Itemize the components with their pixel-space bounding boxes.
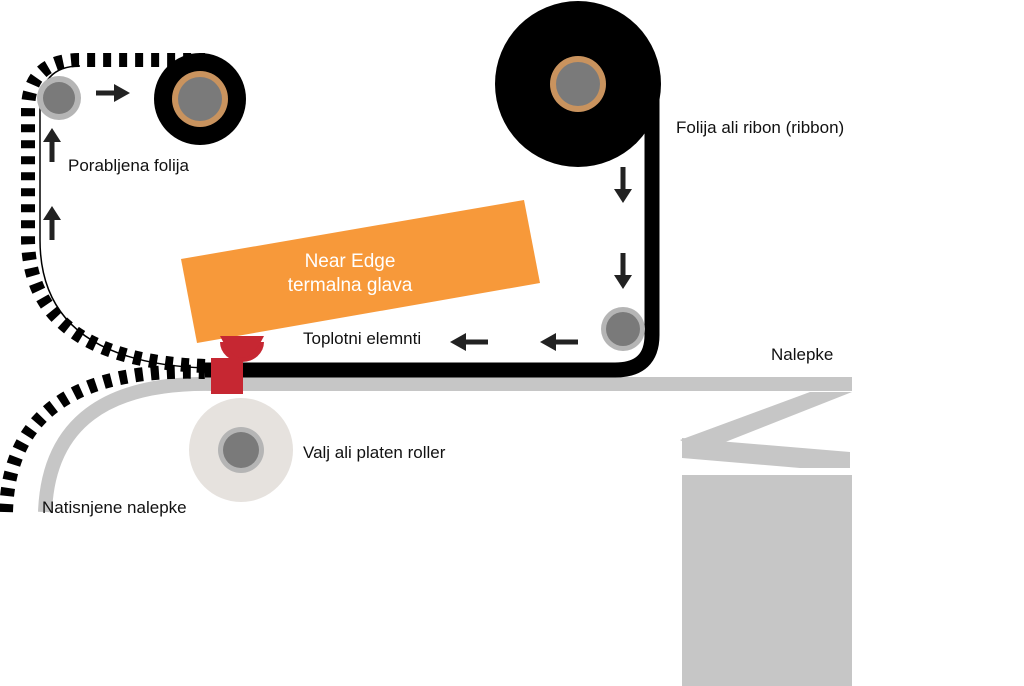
- heat-element: [211, 336, 264, 394]
- ribbon-supply-roll: [495, 1, 661, 167]
- heat-elements-label: Toplotni elemnti: [303, 329, 421, 348]
- take-up-roll: [154, 53, 246, 145]
- labels-stock-label: Nalepke: [771, 345, 833, 364]
- take-up-roll-hub: [178, 77, 222, 121]
- ribbon-roll-hub: [556, 62, 600, 106]
- thermal-head: Near Edge termalna glava: [181, 200, 540, 343]
- label-stack-block: [682, 475, 852, 686]
- heat-element-contact: [211, 358, 243, 394]
- arrow-left-icon: [450, 333, 488, 351]
- arrow-right-icon: [96, 84, 130, 102]
- platen-roller: [189, 398, 293, 502]
- label-fold-diagonal: [680, 392, 852, 452]
- arrow-up-icon: [43, 206, 61, 240]
- ribbon-path: [205, 80, 660, 378]
- thermal-head-body: [181, 200, 540, 343]
- arrow-down-icon: [614, 167, 632, 203]
- guide-roller-top-left: [37, 76, 81, 120]
- platen-roller-hub: [223, 432, 259, 468]
- platen-roller-label: Valj ali platen roller: [303, 443, 446, 462]
- label-stack: [680, 392, 852, 686]
- arrow-down-icon: [614, 253, 632, 289]
- ribbon-label: Folija ali ribon (ribbon): [676, 118, 844, 137]
- used-ribbon-label: Porabljena folija: [68, 156, 190, 175]
- arrow-left-icon: [540, 333, 578, 351]
- flow-arrows: [43, 84, 632, 351]
- label-stock-path: [38, 376, 852, 513]
- printed-labels-label: Natisnjene nalepke: [42, 498, 187, 517]
- arrow-up-icon: [43, 128, 61, 162]
- guide-roller-right: [601, 307, 645, 351]
- printed-ribbon-dashed-lower: [0, 364, 206, 513]
- heat-element-dot: [220, 336, 264, 358]
- used-ribbon-edge-line: [39, 65, 206, 369]
- thermal-head-label-line1: Near Edge: [305, 251, 396, 272]
- label-fold-lower: [682, 438, 850, 468]
- thermal-head-label-line2: termalna glava: [288, 275, 413, 296]
